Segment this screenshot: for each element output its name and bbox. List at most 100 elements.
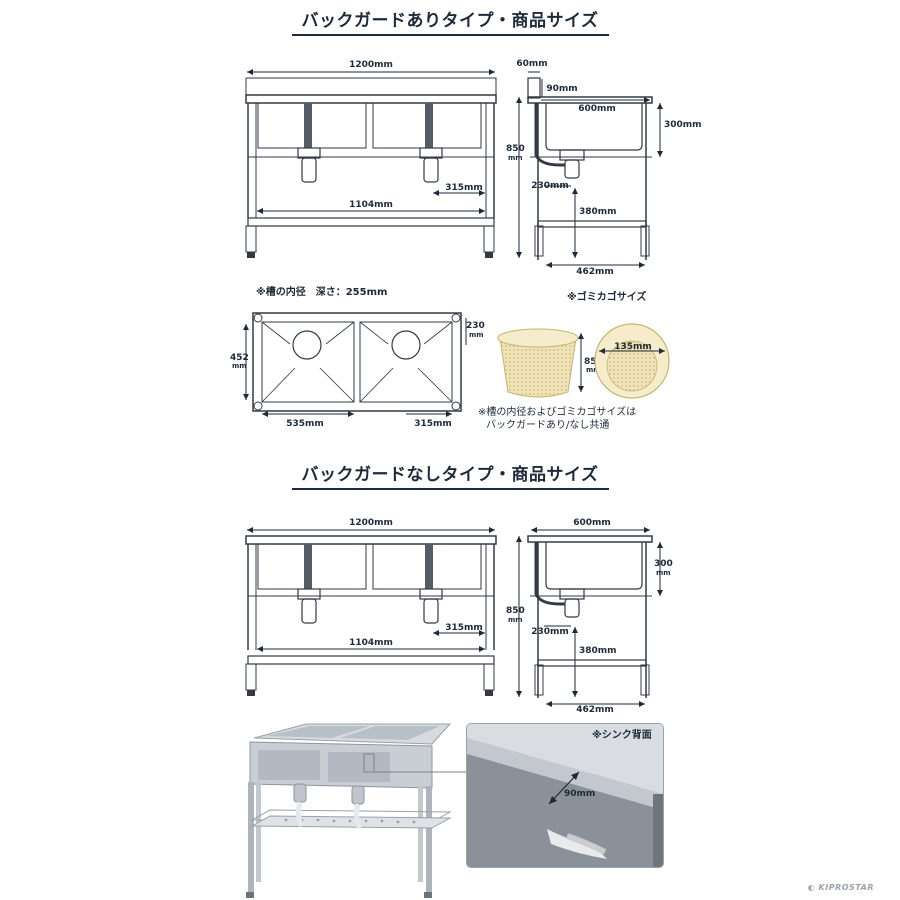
side-foot-front: [640, 664, 650, 696]
arrow: [644, 97, 650, 103]
label-width-1200: 1200mm: [349, 518, 393, 528]
corner-hole: [451, 401, 461, 411]
top-edge: [527, 96, 653, 104]
arrow: [433, 190, 439, 196]
side-shelf: [537, 220, 647, 228]
diag: [359, 367, 394, 403]
arrow: [657, 542, 663, 548]
arrow: [479, 630, 485, 636]
plan-basin-left: [261, 321, 355, 403]
backguard-side: [527, 77, 541, 99]
diag: [261, 367, 296, 403]
label-plan-452: 452: [230, 353, 249, 363]
sink-photo-illustration: [236, 716, 458, 898]
basket-side: [499, 337, 577, 398]
arrow: [247, 527, 253, 533]
drain-pipe-right: [425, 544, 433, 589]
trap-left: [301, 598, 317, 624]
drain-side: [564, 598, 580, 618]
arrow: [572, 252, 578, 258]
label-plan-230: 230: [466, 321, 485, 331]
arrow: [657, 103, 663, 109]
basin-profile: [545, 103, 643, 151]
adjuster-right: [485, 252, 493, 258]
corner-hole: [451, 313, 461, 323]
title-without-backguard: バックガードなしタイプ・商品サイズ: [0, 460, 900, 490]
diag: [325, 321, 355, 345]
side-shelf: [537, 659, 647, 667]
brand-text: KIPROSTAR: [818, 883, 874, 892]
arrow: [599, 348, 605, 354]
arrow-right: [489, 69, 495, 75]
label-basin-300: 300mm: [664, 120, 702, 130]
basket-mesh-top: [606, 340, 658, 392]
label-drain-315: 315mm: [445, 623, 483, 633]
label-inner-1104: 1104mm: [349, 638, 393, 648]
arrow: [479, 190, 485, 196]
trap-right: [423, 157, 439, 183]
label-height-850: 850: [506, 606, 525, 616]
basket-common-note-2: バックガードあり/なし共通: [486, 420, 610, 431]
plan-drain-right: [391, 330, 421, 360]
label-drain-230: 230mm: [531, 181, 569, 191]
label-depth-600: 600mm: [573, 518, 611, 528]
arrow: [578, 333, 584, 339]
label-plan-230-unit: mm: [469, 331, 484, 339]
shelf: [247, 655, 495, 665]
brand-logo: ◐ KIPROSTAR: [808, 883, 874, 892]
shelf: [247, 217, 495, 227]
arrow: [531, 527, 537, 533]
diag: [261, 321, 291, 345]
diag: [423, 321, 453, 345]
label-depth-600: 600mm: [578, 104, 616, 114]
plan-outline: [252, 312, 462, 412]
label-width-1200: 1200mm: [349, 60, 393, 70]
arrow: [257, 646, 263, 652]
sink-photo: [236, 716, 458, 898]
backside-detail-dim: 90mm: [564, 789, 596, 799]
arrow: [657, 590, 663, 596]
label-height-unit: mm: [508, 154, 523, 162]
countertop: [245, 94, 497, 104]
arrow: [479, 208, 485, 214]
title-with-backguard-text: バックガードありタイプ・商品サイズ: [291, 6, 609, 36]
arrow: [546, 262, 552, 268]
arrow: [348, 411, 354, 417]
plan-drain-left: [292, 330, 322, 360]
side-foot-front: [640, 225, 650, 257]
basin-profile: [545, 542, 643, 590]
arrow: [243, 394, 249, 400]
drain-pipe-left: [304, 103, 312, 148]
arrow: [516, 97, 522, 103]
backside-detail-photo: [466, 723, 664, 868]
label-height-unit: mm: [508, 616, 523, 624]
plan-basin-right: [359, 321, 453, 403]
label-leg-462: 462mm: [576, 267, 614, 277]
drain-side: [564, 159, 580, 179]
diag: [417, 367, 453, 403]
label-drain-230: 230mm: [531, 627, 569, 637]
label-leg-462: 462mm: [576, 705, 614, 715]
side-foot-back: [534, 664, 544, 696]
label-basin-300: 300: [654, 559, 673, 569]
overflow-pipe: [534, 542, 565, 606]
label-plan-315: 315mm: [414, 419, 452, 429]
backside-detail-illustration: [467, 724, 663, 867]
diag: [359, 321, 389, 345]
label-backguard-60: 60mm: [516, 59, 547, 69]
corner-hole: [253, 313, 263, 323]
brand-mark-icon: ◐: [807, 883, 819, 892]
label-shelf-380: 380mm: [579, 207, 617, 217]
basket-title: ※ゴミカゴサイズ: [567, 292, 647, 303]
drain-pipe-left: [304, 544, 312, 589]
arrow: [546, 701, 552, 707]
diag: [319, 367, 355, 403]
label-basket-135: 135mm: [614, 342, 652, 352]
arrow: [578, 386, 584, 392]
arrow: [572, 691, 578, 697]
